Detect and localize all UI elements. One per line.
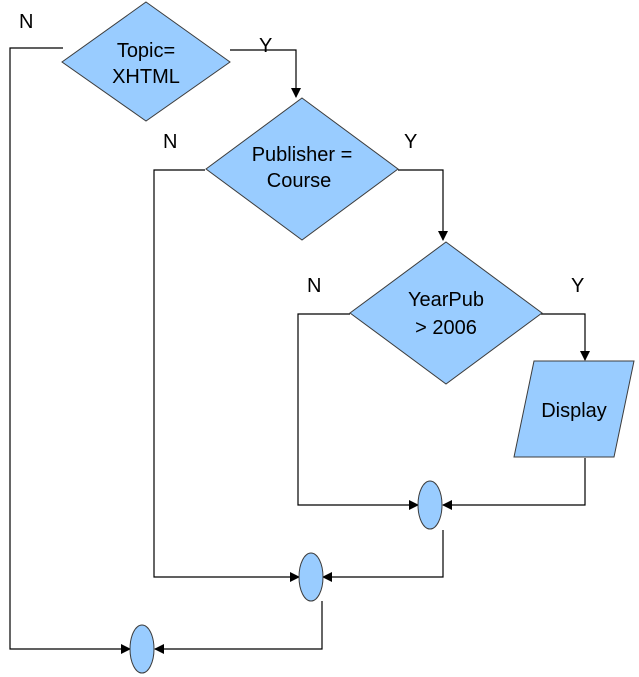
- decision-publisher: Publisher = Course: [205, 97, 399, 241]
- decision-topic-line1: Topic=: [117, 40, 175, 62]
- yearpub-yes-label: Y: [571, 275, 584, 297]
- yearpub-no-line: [297, 313, 419, 510]
- decision-topic: Topic= XHTML: [61, 1, 231, 122]
- topic-no-label: N: [19, 11, 33, 33]
- decision-yearpub-shape: [349, 241, 543, 385]
- display-out-line: [442, 458, 586, 510]
- topic-no-line: [9, 47, 131, 654]
- decision-yearpub-line1: YearPub: [408, 289, 484, 311]
- yearpub-no-label: N: [307, 275, 321, 297]
- decision-yearpub: YearPub > 2006: [349, 241, 543, 385]
- merge-connector-1: [417, 480, 443, 530]
- decision-publisher-shape: [205, 97, 399, 241]
- merge1-out-line: [322, 530, 444, 582]
- decision-publisher-line1: Publisher =: [252, 144, 353, 166]
- merge-connector-2: [298, 552, 324, 602]
- io-display: Display: [513, 360, 635, 458]
- topic-yes-label: Y: [259, 35, 272, 57]
- yearpub-yes-line: [541, 313, 590, 361]
- merge2-out-line: [154, 601, 323, 654]
- io-display-label: Display: [541, 400, 607, 422]
- publisher-no-label: N: [163, 131, 177, 153]
- decision-topic-shape: [61, 1, 231, 122]
- publisher-yes-line: [398, 169, 448, 241]
- decision-yearpub-line2: > 2006: [415, 317, 477, 339]
- decision-topic-line2: XHTML: [112, 66, 180, 88]
- merge-connector-3: [129, 624, 155, 674]
- topic-yes-line: [230, 49, 301, 98]
- io-display-shape: [513, 360, 635, 458]
- publisher-no-line: [153, 169, 300, 582]
- decision-publisher-line2: Course: [267, 170, 331, 192]
- publisher-yes-label: Y: [404, 131, 417, 153]
